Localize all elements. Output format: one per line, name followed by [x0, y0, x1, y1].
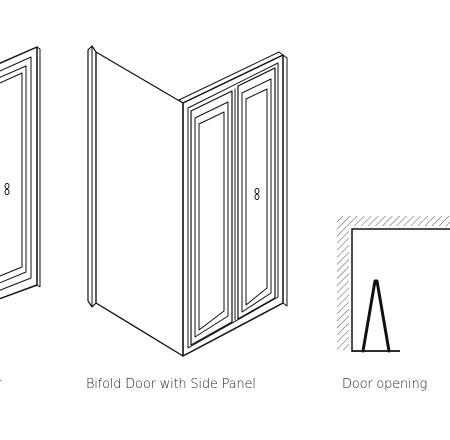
door-opening-diagram: [337, 216, 450, 353]
left-door-panel-outer: [0, 65, 27, 284]
left-partial-door: [0, 46, 41, 300]
bifold-frame-inner: [187, 62, 279, 349]
bifold-leaf-left-mid: [194, 101, 229, 338]
opening-wall-hatch: [337, 216, 450, 350]
caption-left-partial: r: [0, 377, 1, 392]
bifold-door-handle-icon: [254, 187, 260, 201]
bifold-door-frame: [178, 51, 288, 357]
bifold-leaf-right-glass: [245, 88, 268, 306]
bifold-leaf-left-outer: [190, 90, 233, 346]
left-door-frame-inner: [0, 56, 32, 291]
side-panel: [87, 45, 184, 357]
bifold-leaf-right: [237, 67, 276, 320]
left-door-handle-icon: [4, 182, 10, 196]
left-door-panel-inner: [0, 72, 23, 277]
bifold-leaf-left-glass: [198, 111, 225, 331]
bifold-leaf-left: [190, 90, 233, 346]
opening-bifold-leaves: [361, 279, 391, 353]
opening-wall-outline: [351, 228, 450, 352]
bifold-leaf-right-outer: [237, 67, 276, 320]
bifold-leaf-right-mid: [241, 78, 272, 313]
bifold-frame-outer: [182, 54, 284, 357]
caption-door-opening: Door opening: [342, 377, 428, 392]
caption-bifold-door: Bifold Door with Side Panel: [86, 377, 256, 392]
bifold-door-diagram: [87, 45, 288, 357]
